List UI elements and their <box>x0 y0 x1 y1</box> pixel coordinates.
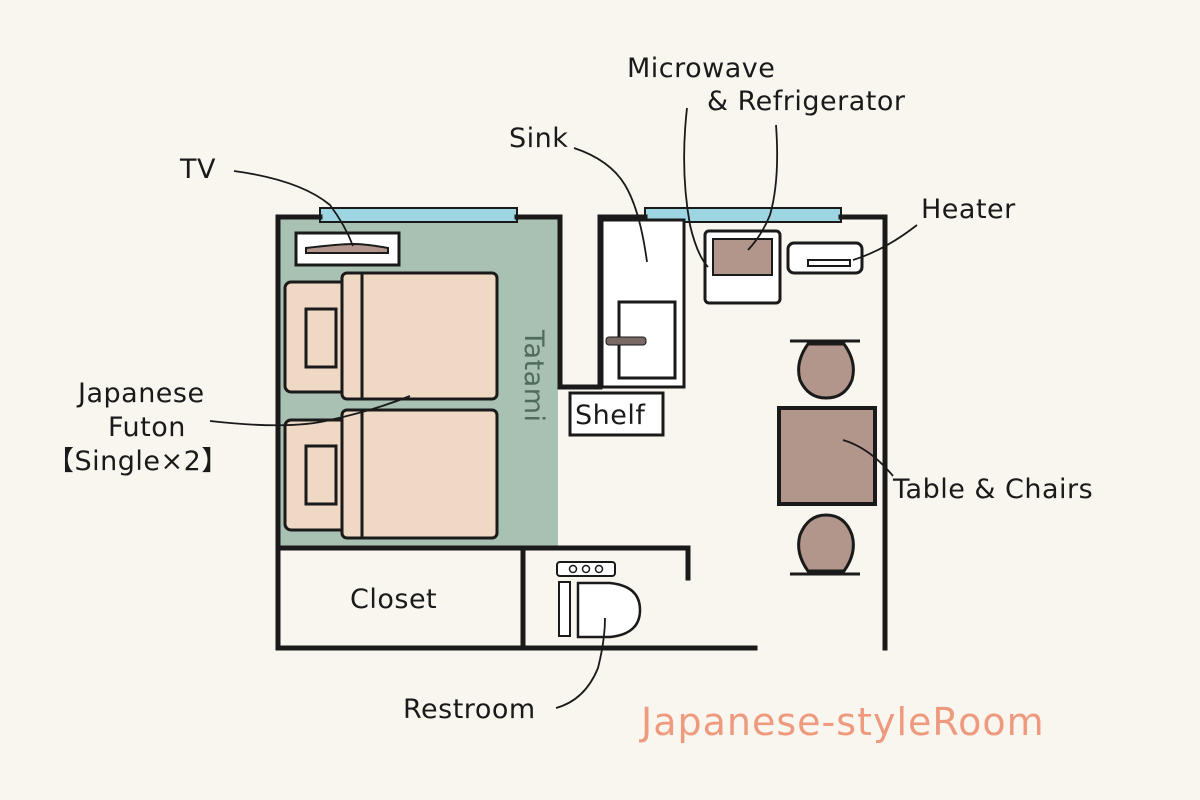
heater-icon <box>786 241 864 275</box>
leader-lines <box>209 107 918 709</box>
walls <box>275 214 888 651</box>
microwave-icon <box>703 229 782 305</box>
microwave-label: Microwave <box>627 53 775 84</box>
heater-label: Heater <box>921 194 1016 225</box>
table-icon <box>777 406 877 506</box>
futon-icon <box>283 271 499 540</box>
closet-label: Closet <box>350 584 437 615</box>
page-title: Japanese-styleRoom <box>639 700 1045 744</box>
refrigerator-label: & Refrigerator <box>707 86 906 117</box>
tv-label: TV <box>179 154 216 185</box>
restroom-label: Restroom <box>403 694 536 725</box>
chair-icon <box>790 513 860 576</box>
toilet-icon <box>556 561 642 639</box>
futon-label-line2: Futon <box>108 412 186 443</box>
chair-icon <box>790 339 860 400</box>
tatami-label: Tatami <box>518 329 549 423</box>
window-left <box>319 207 518 223</box>
sink-label: Sink <box>509 123 568 154</box>
shelf-label: Shelf <box>575 400 646 431</box>
tv-icon <box>294 231 401 267</box>
futon-label-line3: 【Single×2】 <box>47 446 229 477</box>
futon-label-line1: Japanese <box>76 378 205 409</box>
shelf <box>568 391 665 437</box>
sink-icon <box>600 218 686 389</box>
table-chairs-label: Table & Chairs <box>892 474 1093 505</box>
